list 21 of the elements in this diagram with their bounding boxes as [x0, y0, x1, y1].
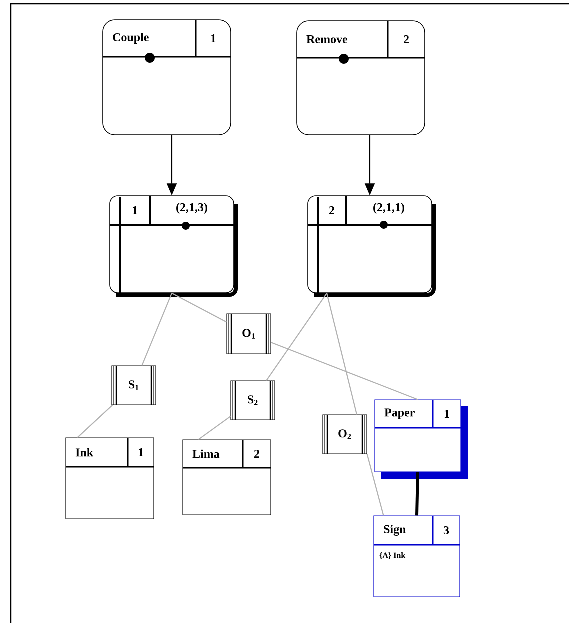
entity-box: Lima 2	[182, 440, 272, 516]
connector-line	[266, 293, 328, 382]
connector-line	[172, 292, 227, 323]
connector-line	[326, 293, 358, 415]
entity-box: Sign 3 {A} Ink	[374, 516, 460, 598]
connector-line	[77, 404, 114, 438]
connector-line	[366, 454, 384, 516]
state-box: 1 (2,1,3)	[110, 196, 238, 297]
process-box: Remove 2	[296, 20, 426, 136]
label-box: S$_{1}$	[112, 366, 156, 406]
process-box: Couple 1	[102, 20, 232, 136]
label-box: S$_{2}$	[230, 380, 276, 420]
entity-box: Paper 1	[374, 400, 468, 479]
connector-line	[198, 416, 232, 440]
connector-line	[142, 293, 172, 366]
connector-line	[416, 472, 420, 516]
label-box: O$_{1}$	[226, 314, 272, 354]
label-box: O$_{2}$	[322, 414, 368, 454]
connector-line	[271, 342, 418, 400]
state-box: 2 (2,1,1)	[308, 196, 436, 297]
entity-box: Ink 1	[66, 438, 154, 520]
